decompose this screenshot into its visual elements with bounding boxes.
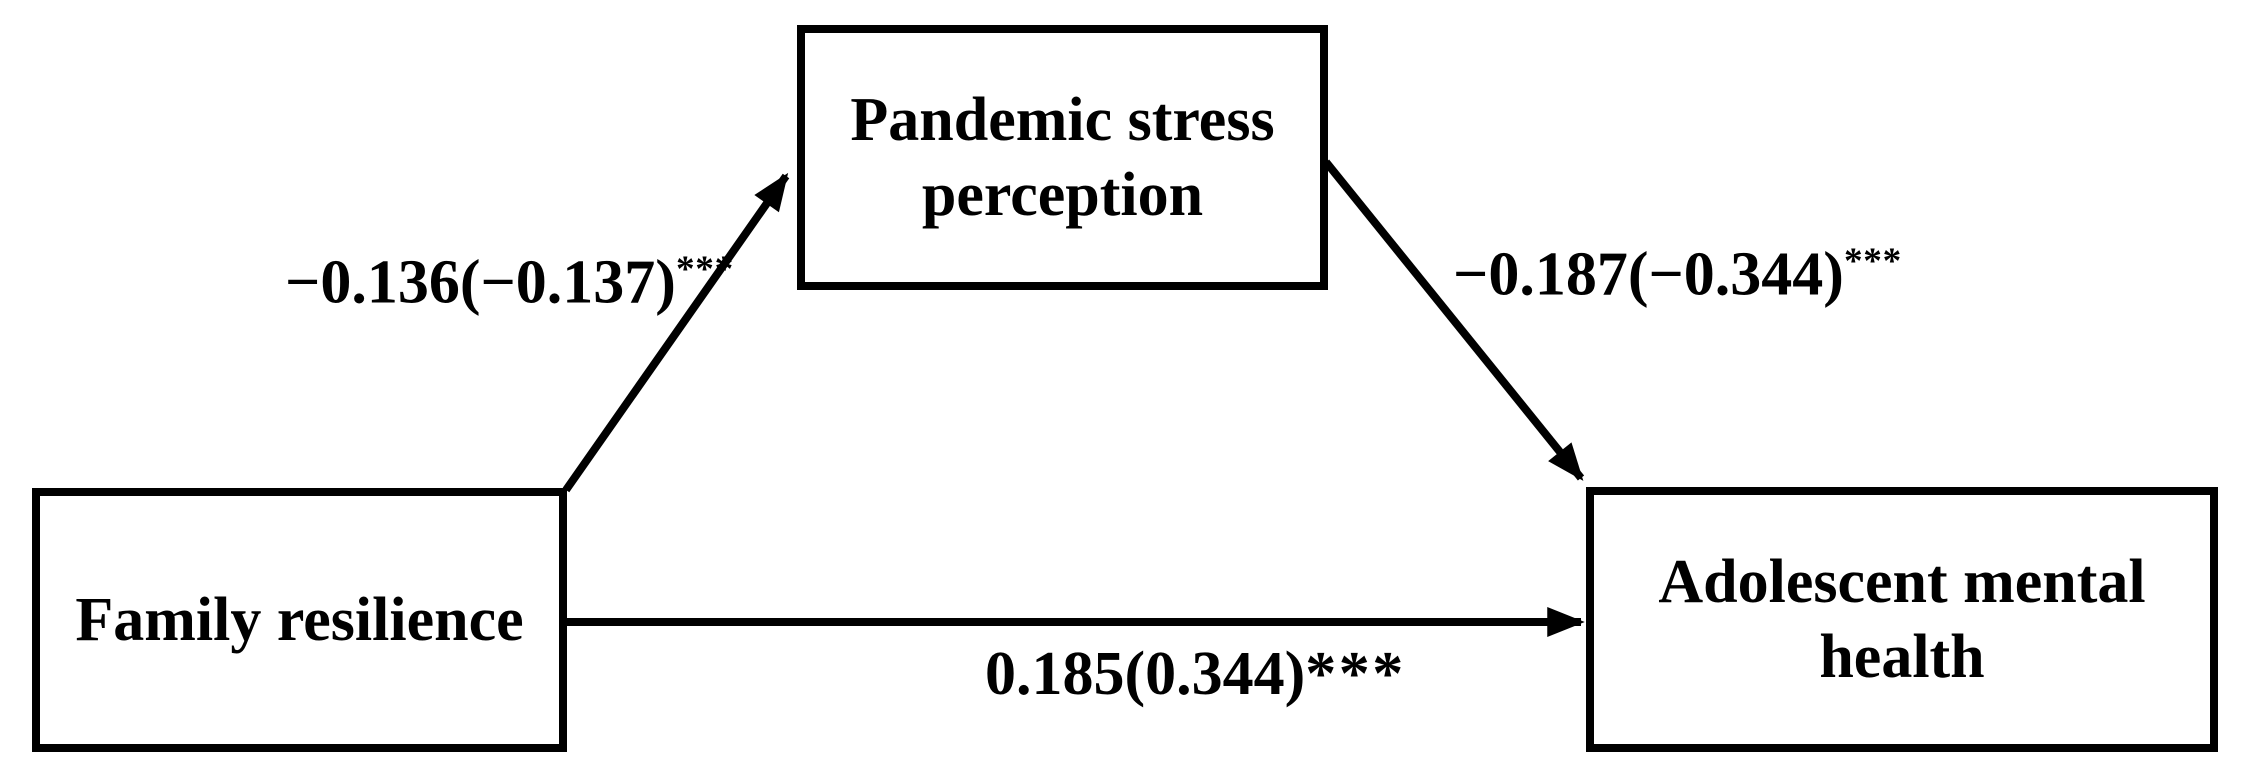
significance-predictor-to-mediator: *** <box>675 249 734 290</box>
arrow-predictor-to-mediator <box>562 172 790 493</box>
path-label-predictor-to-outcome: 0.185(0.344)*** <box>985 643 1406 705</box>
coefficient-predictor-to-mediator: −0.136(−0.137) <box>285 248 676 317</box>
box-adolescent-mental-health: Adolescent mental health <box>1586 487 2218 752</box>
significance-mediator-to-outcome: *** <box>1843 241 1902 282</box>
box-pandemic-stress-perception-label-line1: Pandemic stress <box>850 86 1275 155</box>
box-adolescent-mental-health-label-line1: Adolescent mental <box>1658 548 2146 617</box>
arrow-mediator-to-outcome <box>1322 159 1585 481</box>
box-family-resilience: Family resilience <box>32 488 567 752</box>
box-adolescent-mental-health-label-line2: health <box>1819 622 1985 691</box>
box-pandemic-stress-perception-label-line2: perception <box>921 160 1204 229</box>
significance-predictor-to-outcome: *** <box>1305 640 1406 708</box>
coefficient-mediator-to-outcome: −0.187(−0.344) <box>1453 240 1844 309</box>
path-label-predictor-to-mediator: −0.136(−0.137)*** <box>285 251 734 314</box>
path-label-mediator-to-outcome: −0.187(−0.344)*** <box>1453 243 1902 306</box>
box-pandemic-stress-perception: Pandemic stress perception <box>797 25 1328 290</box>
box-family-resilience-label: Family resilience <box>75 585 524 654</box>
coefficient-predictor-to-outcome: 0.185(0.344) <box>985 640 1306 708</box>
